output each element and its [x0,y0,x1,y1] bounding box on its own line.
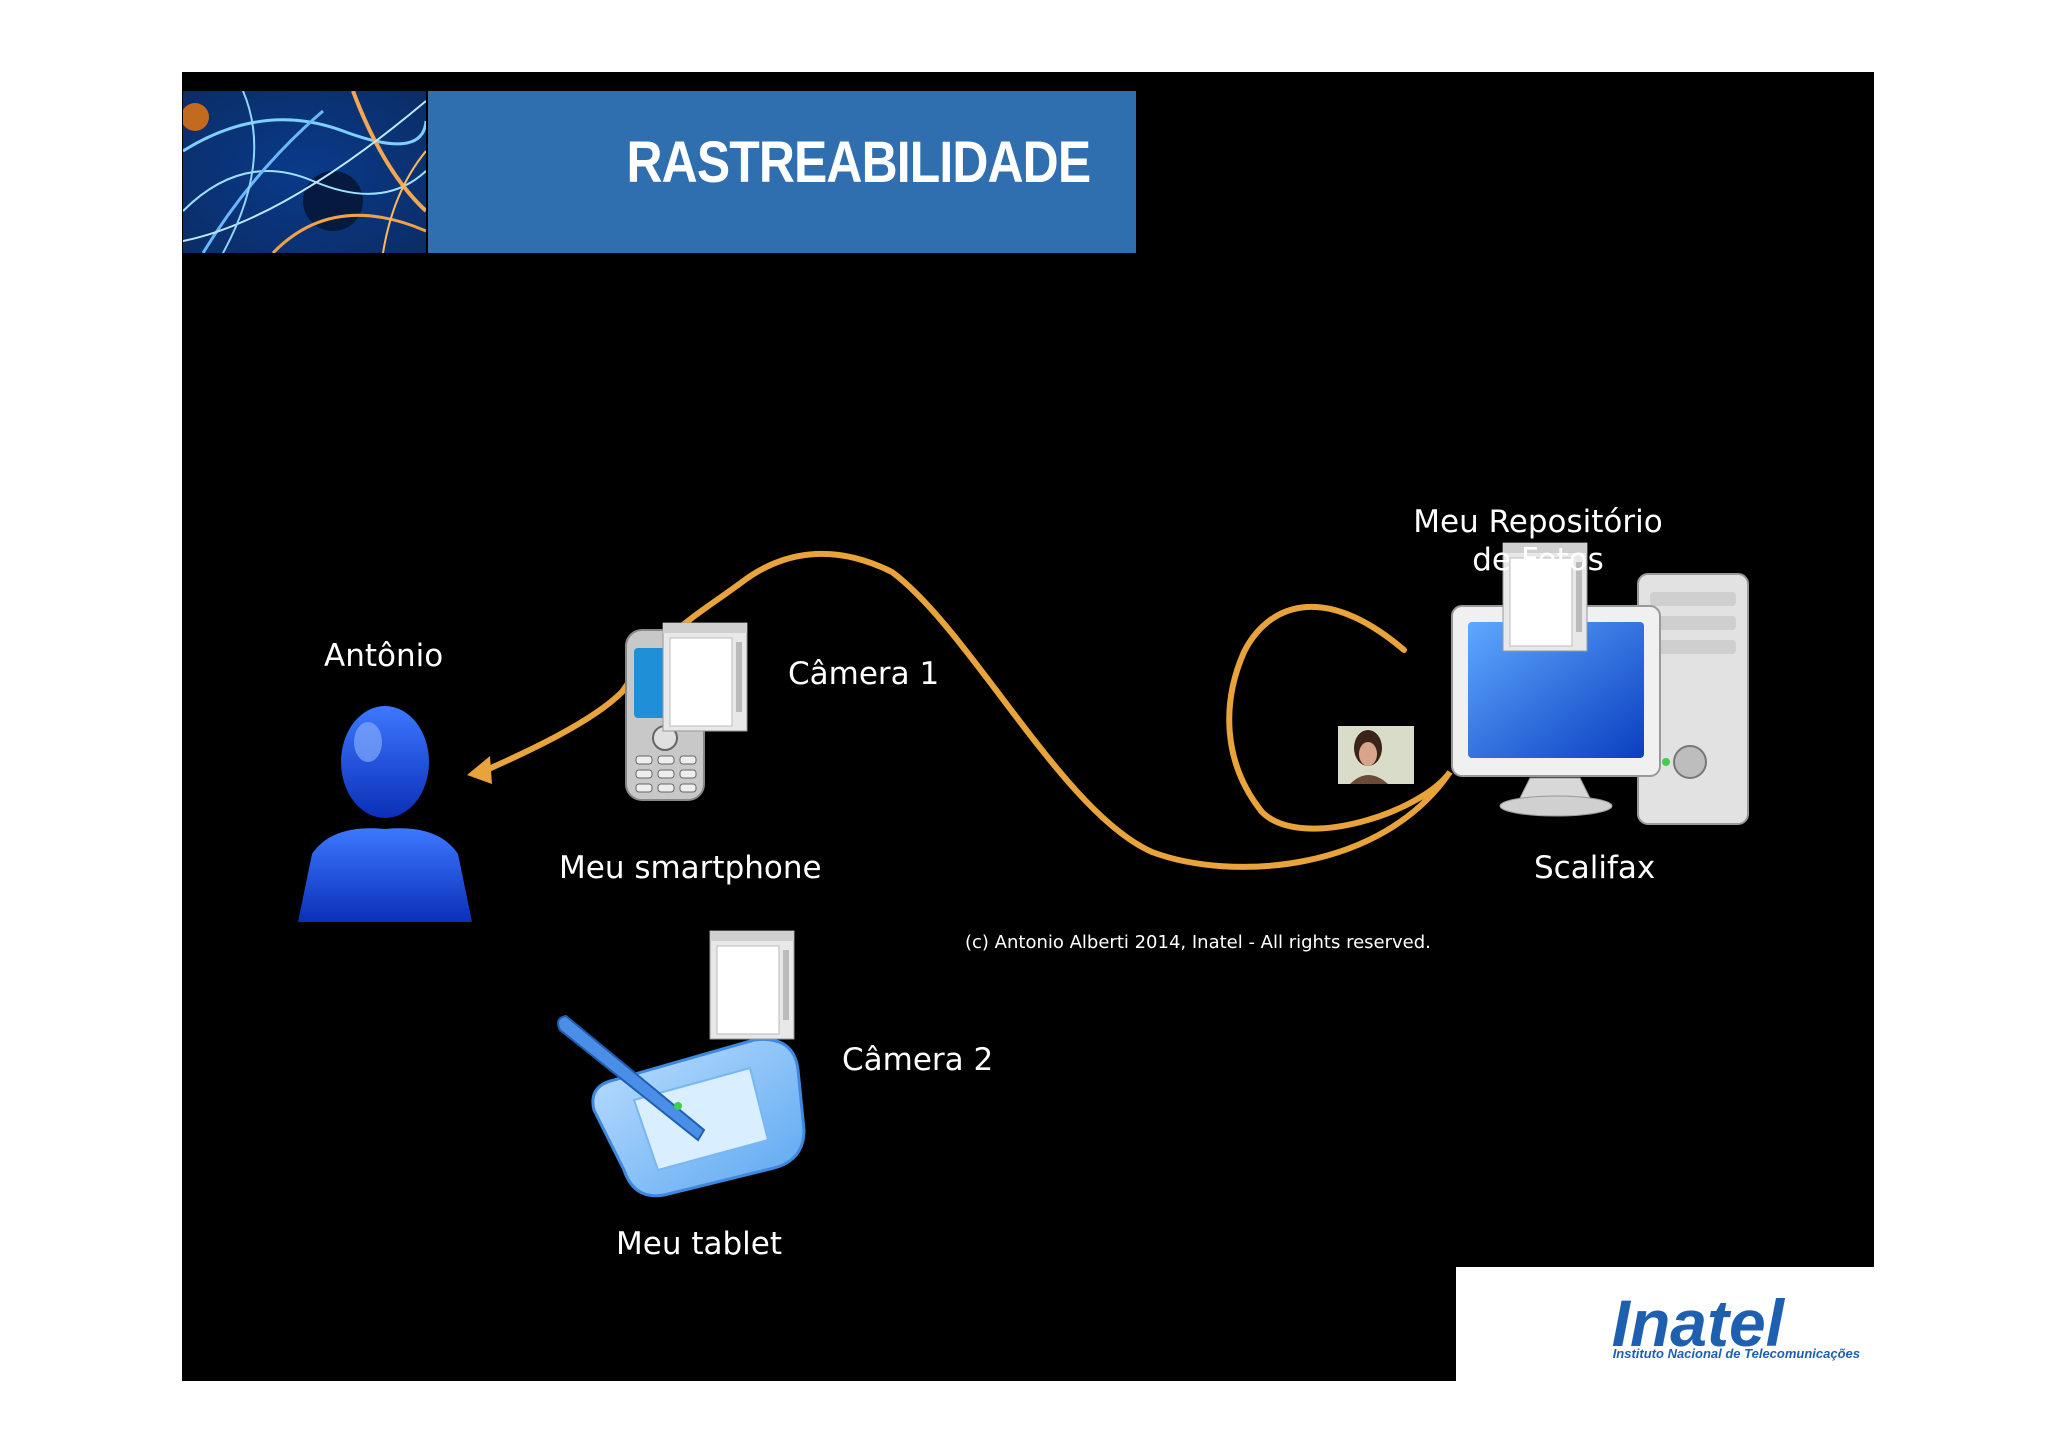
tablet-pen-icon [557,1014,806,1198]
person-label: Antônio [324,638,444,674]
camera-1-label: Câmera 1 [788,656,940,692]
smartphone-label: Meu smartphone [559,850,822,886]
desktop-computer-icon [1451,573,1749,825]
repository-label-line1: Meu Repositório [1413,504,1663,540]
tablet-label: Meu tablet [616,1226,782,1262]
slide: RASTREABILIDADE Antônio [182,72,1874,1381]
document-window-icon [662,622,748,732]
scalifax-label: Scalifax [1534,850,1656,886]
document-window-icon [709,930,795,1040]
inatel-logo: Inatel Instituto Nacional de Telecomunic… [1456,1267,1874,1381]
logo-wordmark: Inatel [1611,1286,1784,1360]
photo-thumbnail [1338,726,1414,784]
slide-title: RASTREABILIDADE [626,130,1091,195]
header-decorative-image [183,91,426,253]
logo-subtitle: Instituto Nacional de Telecomunicações [1612,1346,1860,1361]
copyright-text: (c) Antonio Alberti 2014, Inatel - All r… [965,932,1431,953]
repository-label-line2: de Fotos [1472,542,1604,578]
title-bar: RASTREABILIDADE [428,91,1136,253]
document-window-icon [1502,542,1588,652]
user-silhouette-icon [298,706,472,922]
camera-2-label: Câmera 2 [842,1042,994,1078]
